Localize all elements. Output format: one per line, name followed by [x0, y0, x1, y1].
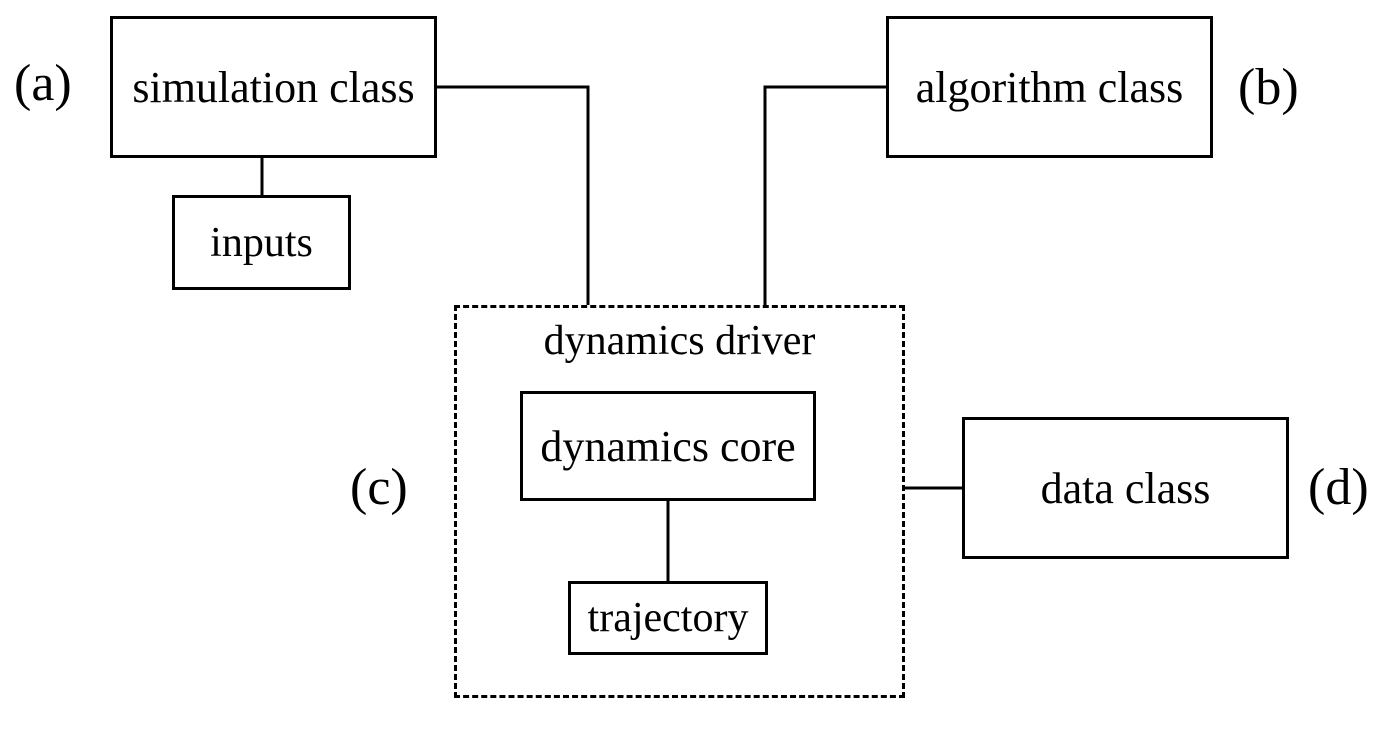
- tag-c: (c): [350, 459, 408, 516]
- dynamics-core-node: dynamics core: [520, 391, 816, 501]
- dynamics-core-label: dynamics core: [540, 421, 796, 471]
- dynamics-driver-title: dynamics driver: [543, 318, 816, 364]
- tag-d: (d): [1308, 459, 1369, 516]
- algorithm-class-node: algorithm class: [886, 16, 1213, 158]
- data-class-label: data class: [1040, 463, 1211, 513]
- inputs-label: inputs: [210, 219, 313, 266]
- dynamics-driver-container: [454, 305, 905, 698]
- inputs-node: inputs: [172, 195, 351, 290]
- edge-algorithm-driver: [763, 85, 887, 305]
- algorithm-class-label: algorithm class: [915, 62, 1184, 112]
- simulation-class-node: simulation class: [110, 16, 437, 158]
- trajectory-node: trajectory: [568, 581, 768, 655]
- simulation-class-label: simulation class: [132, 62, 415, 112]
- edge-simulation-driver: [436, 85, 590, 305]
- tag-a: (a): [14, 55, 72, 112]
- tag-b: (b): [1238, 59, 1299, 116]
- trajectory-label: trajectory: [587, 595, 749, 641]
- data-class-node: data class: [962, 417, 1289, 559]
